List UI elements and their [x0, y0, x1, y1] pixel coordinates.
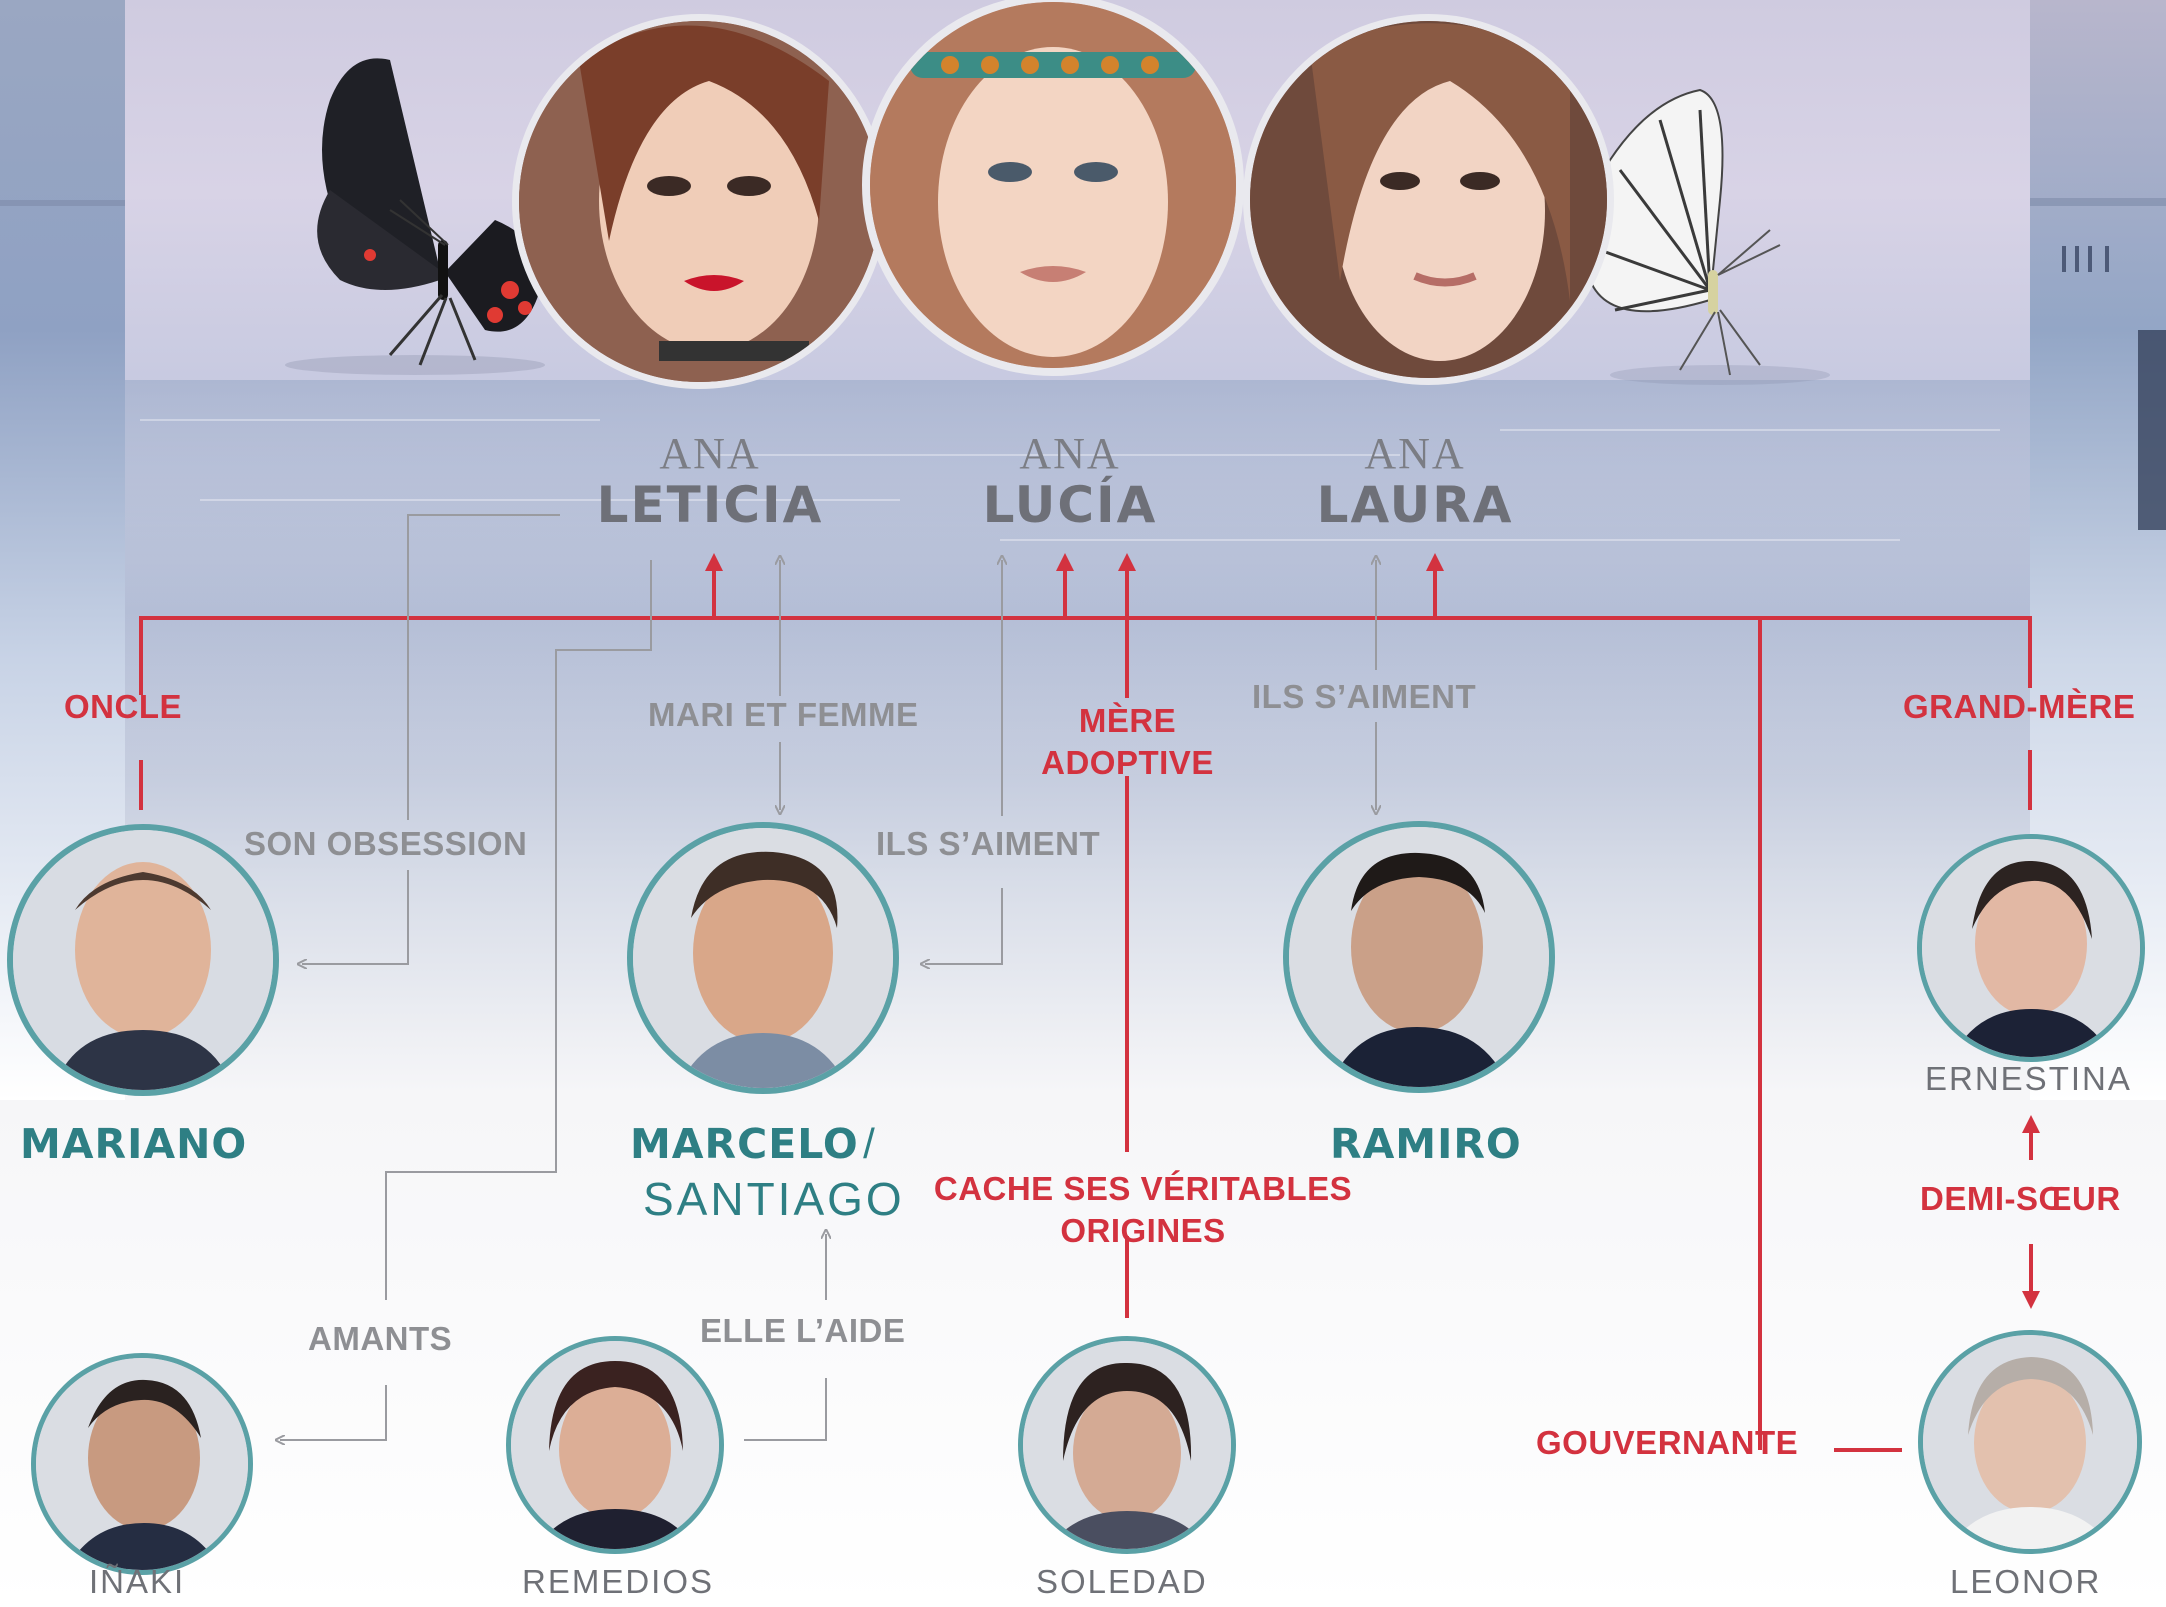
leticia-name: ANA LETICIA	[560, 429, 860, 535]
relation-son-obsession: SON OBSESSION	[244, 825, 528, 862]
relation-gouvernante: GOUVERNANTE	[1536, 1424, 1799, 1461]
relation-mere-adoptive: MÈRE ADOPTIVE	[1030, 700, 1225, 784]
marcelo-portrait	[627, 822, 899, 1094]
relation-cache-origines: CACHE SES VÉRITABLES ORIGINES	[928, 1168, 1358, 1252]
relation-ils-saiment-ramiro: ILS S’AIMENT	[1252, 678, 1477, 715]
mere-adoptive-line1: MÈRE	[1078, 702, 1177, 739]
mariano-name: MARIANO	[20, 1120, 248, 1168]
ernestina-portrait	[1917, 834, 2145, 1062]
laura-label: LAURA	[1316, 476, 1514, 534]
lucia-name: ANA LUCÍA	[920, 429, 1220, 535]
leonor-name: LEONOR	[1950, 1563, 2102, 1600]
relation-amants: AMANTS	[308, 1320, 453, 1357]
cache-line2: ORIGINES	[1060, 1212, 1226, 1249]
remedios-portrait	[506, 1336, 724, 1554]
relation-oncle: ONCLE	[64, 688, 182, 725]
relation-ils-saiment-marcelo: ILS S’AIMENT	[876, 825, 1101, 862]
lucia-prefix: ANA	[1019, 429, 1121, 478]
dark-butterfly-image	[285, 58, 545, 375]
relation-mari-et-femme: MARI ET FEMME	[648, 696, 919, 733]
mere-adoptive-line2: ADOPTIVE	[1041, 744, 1214, 781]
relation-grand-mere: GRAND-MÈRE	[1903, 688, 2136, 725]
laura-name: ANA LAURA	[1265, 429, 1565, 535]
marcelo-separator: /	[863, 1120, 877, 1167]
marcelo-label: MARCELO	[630, 1120, 859, 1168]
remedios-name: REMEDIOS	[522, 1563, 715, 1600]
ramiro-name: RAMIRO	[1330, 1120, 1522, 1168]
inaki-name: IÑAKI	[89, 1563, 186, 1600]
leticia-prefix: ANA	[659, 429, 761, 478]
ernestina-name: ERNESTINA	[1925, 1060, 2132, 1097]
cache-line1: CACHE SES VÉRITABLES	[933, 1170, 1353, 1207]
laura-portrait	[1243, 14, 1614, 385]
santiago-name: SANTIAGO	[643, 1173, 905, 1225]
leticia-label: LETICIA	[596, 476, 824, 534]
leonor-portrait	[1918, 1330, 2142, 1554]
soledad-name: SOLEDAD	[1036, 1563, 1208, 1600]
marcelo-name: MARCELO /	[630, 1120, 877, 1168]
lucia-label: LUCÍA	[982, 476, 1158, 534]
relation-demi-soeur: DEMI-SŒUR	[1920, 1180, 2121, 1217]
relation-elle-laide: ELLE L’AIDE	[700, 1312, 906, 1349]
lucia-portrait	[862, 0, 1244, 376]
ramiro-portrait	[1283, 821, 1555, 1093]
leticia-portrait	[512, 14, 887, 389]
mariano-portrait	[7, 824, 279, 1096]
laura-prefix: ANA	[1364, 429, 1466, 478]
soledad-portrait	[1018, 1336, 1236, 1554]
inaki-portrait	[31, 1353, 253, 1575]
